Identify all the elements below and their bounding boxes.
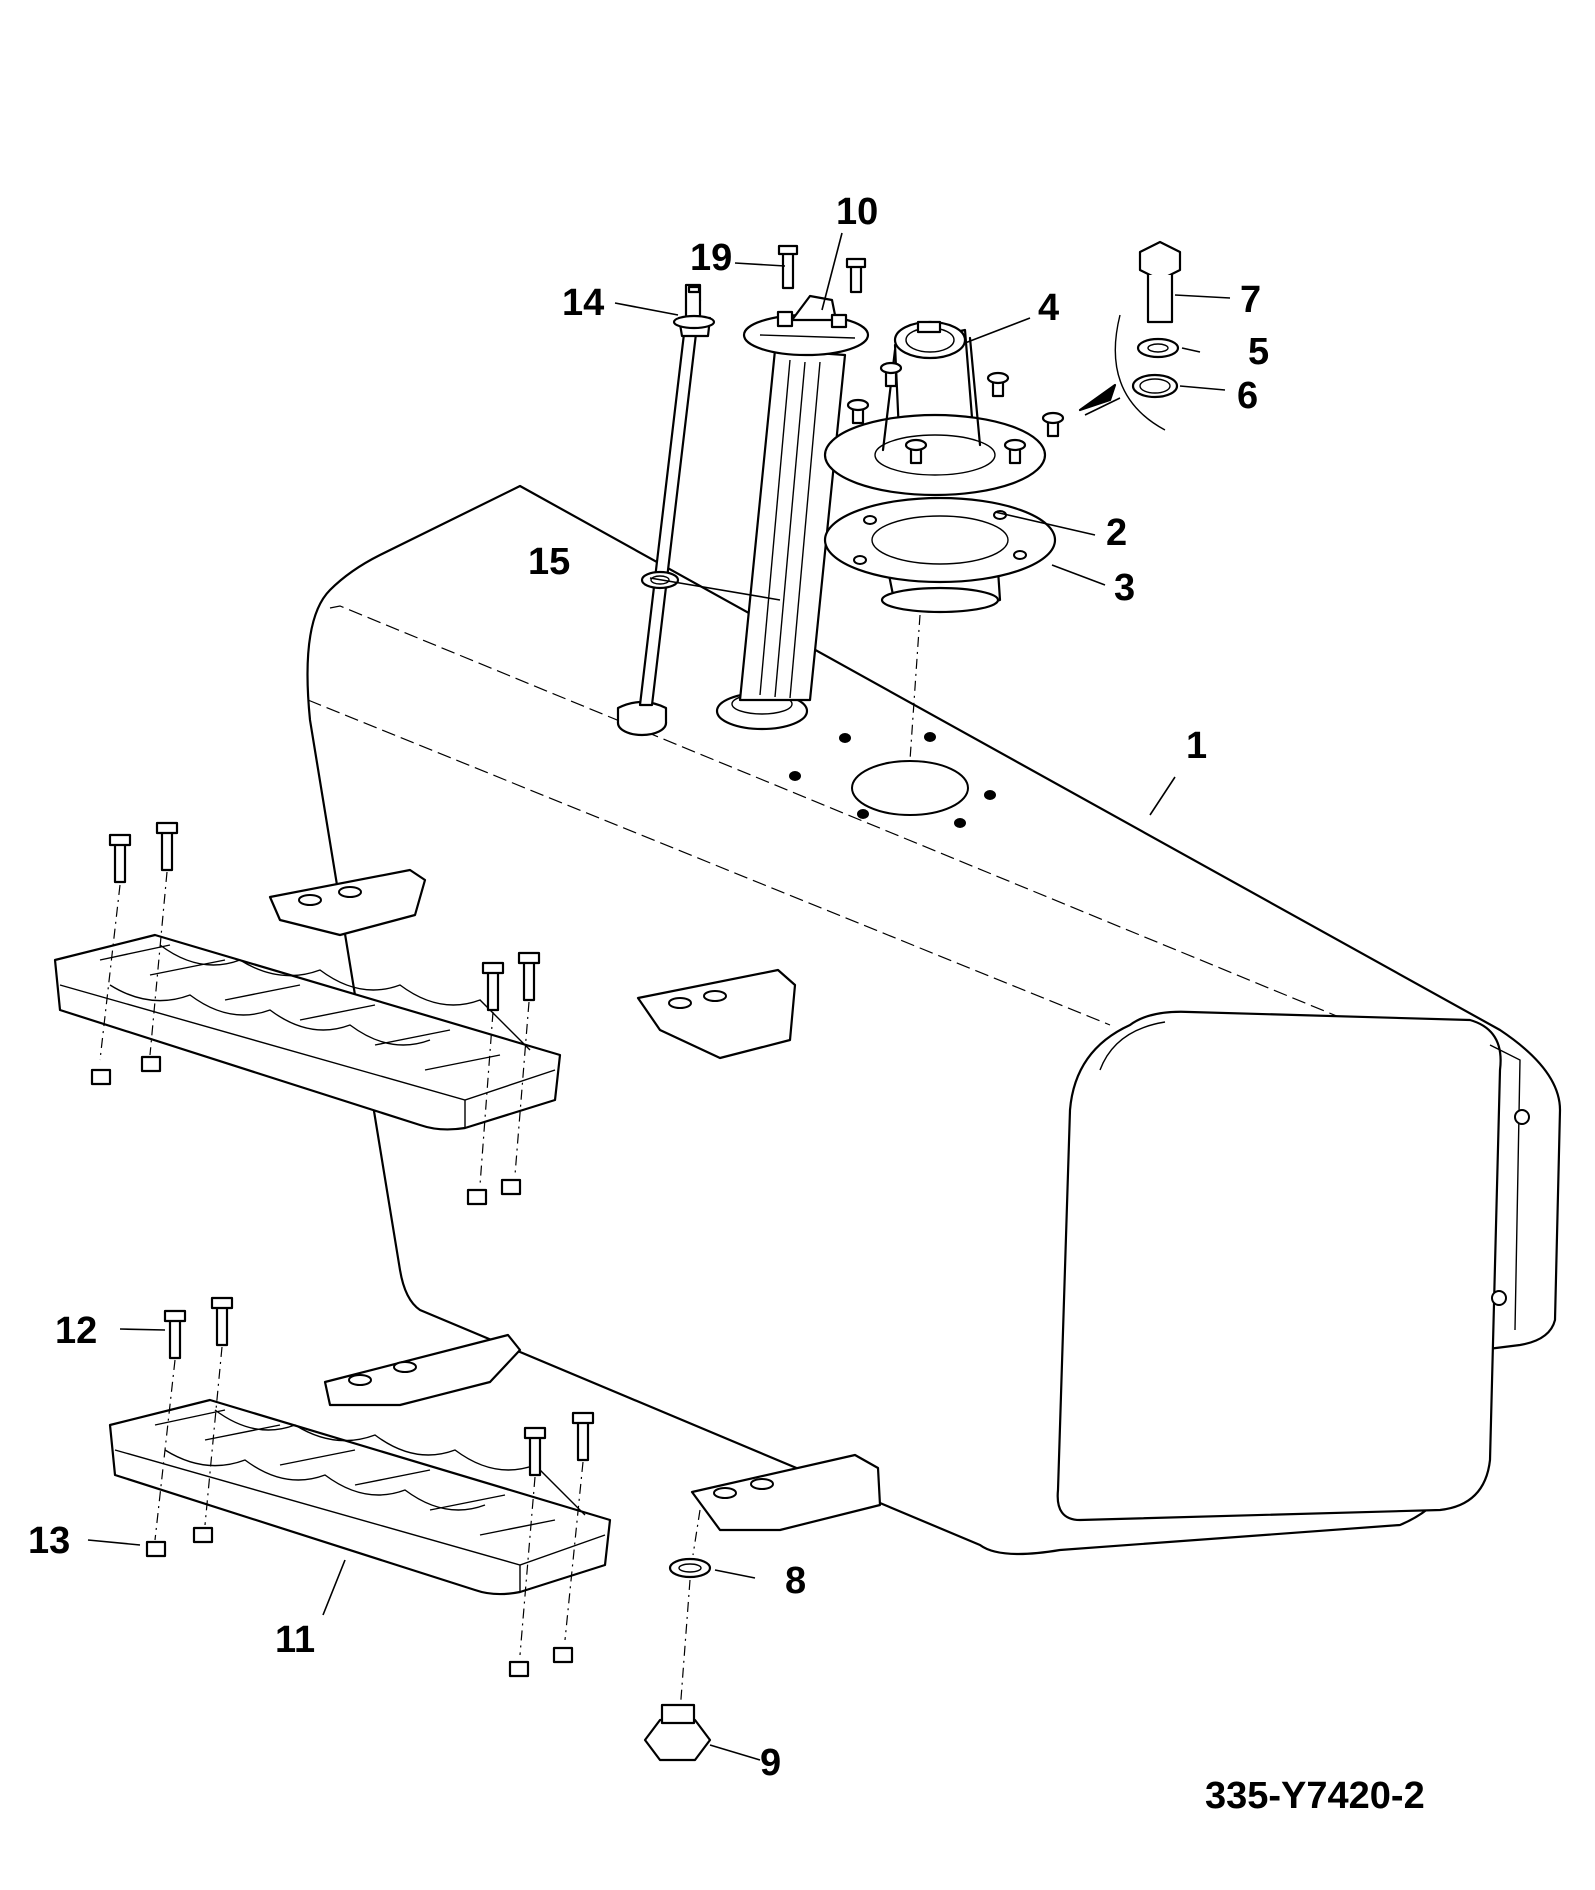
flange-bolts xyxy=(846,361,1065,465)
tube-14 xyxy=(638,283,716,707)
step-lower-bolts xyxy=(154,1296,595,1656)
callout-15: 15 xyxy=(528,541,570,583)
step-lower-11 xyxy=(108,1398,612,1596)
filler-centerline xyxy=(909,614,921,761)
callout-8: 8 xyxy=(785,1560,806,1602)
fuel-tank-body xyxy=(306,484,1562,1556)
step-upper-bolts xyxy=(99,821,541,1186)
callout-4: 4 xyxy=(1038,287,1059,329)
callout-6: 6 xyxy=(1237,375,1258,417)
step-upper xyxy=(53,933,562,1131)
step-lower-nuts xyxy=(145,1526,574,1678)
callout-11: 11 xyxy=(275,1619,315,1661)
leader-lines xyxy=(87,232,1231,1761)
callout-10: 10 xyxy=(836,191,878,233)
callout-12: 12 xyxy=(55,1310,97,1352)
sender-screw xyxy=(777,244,867,294)
callout-9: 9 xyxy=(760,1742,781,1784)
callout-14: 14 xyxy=(562,282,604,324)
callout-13: 13 xyxy=(28,1520,70,1562)
fuel-level-sender-unit xyxy=(738,294,870,702)
step-upper-nuts xyxy=(90,1055,522,1206)
callout-2: 2 xyxy=(1106,512,1127,554)
callout-3: 3 xyxy=(1114,567,1135,609)
tank-gasket-3 xyxy=(823,496,1057,614)
callout-19: 19 xyxy=(690,237,732,279)
drain-centerline xyxy=(679,1509,701,1713)
drain-plug-9 xyxy=(643,1703,712,1762)
drain-washer-8 xyxy=(668,1557,712,1579)
callout-1: 1 xyxy=(1186,725,1207,767)
callout-5: 5 xyxy=(1248,331,1269,373)
drawing-number: 335-Y7420-2 xyxy=(1205,1775,1425,1817)
mounting-bracket xyxy=(268,868,882,1532)
detail-bolt-washers xyxy=(1078,240,1182,431)
flange-gasket-2 xyxy=(823,336,1047,497)
callout-7: 7 xyxy=(1240,279,1261,321)
